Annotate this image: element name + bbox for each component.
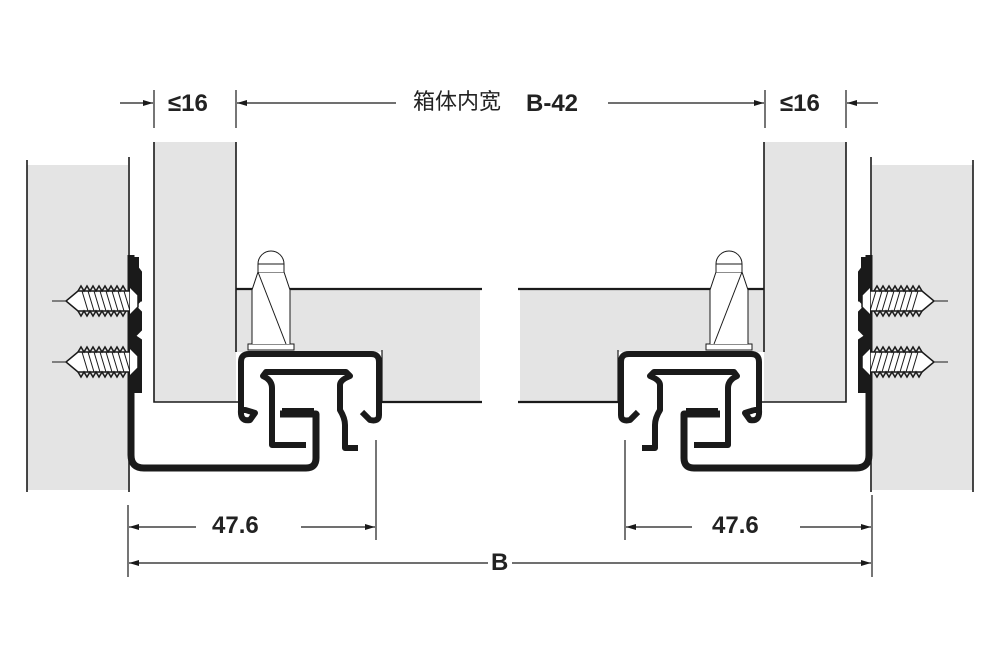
cabinet-side-panel-right — [872, 165, 973, 490]
dimension-lines — [120, 90, 878, 577]
dim-label-runner-right: 47.6 — [712, 512, 759, 539]
left-assembly — [26, 142, 482, 492]
dim-label-inner-width-cn: 箱体内宽 — [413, 90, 502, 115]
locking-pin-left — [247, 250, 295, 351]
drawer-side-panel-left — [154, 142, 480, 402]
dim-label-runner-left: 47.6 — [212, 512, 259, 539]
dim-label-inner-width-formula: B-42 — [526, 90, 579, 117]
dim-label-top-right: ≤16 — [780, 90, 820, 117]
right-assembly — [518, 142, 974, 492]
dim-label-top-left: ≤16 — [168, 90, 208, 117]
drawer-side-panel-right — [520, 142, 846, 402]
locking-pin-right — [705, 250, 753, 351]
dim-label-overall: B — [490, 549, 510, 576]
cabinet-side-panel-left — [27, 165, 128, 490]
